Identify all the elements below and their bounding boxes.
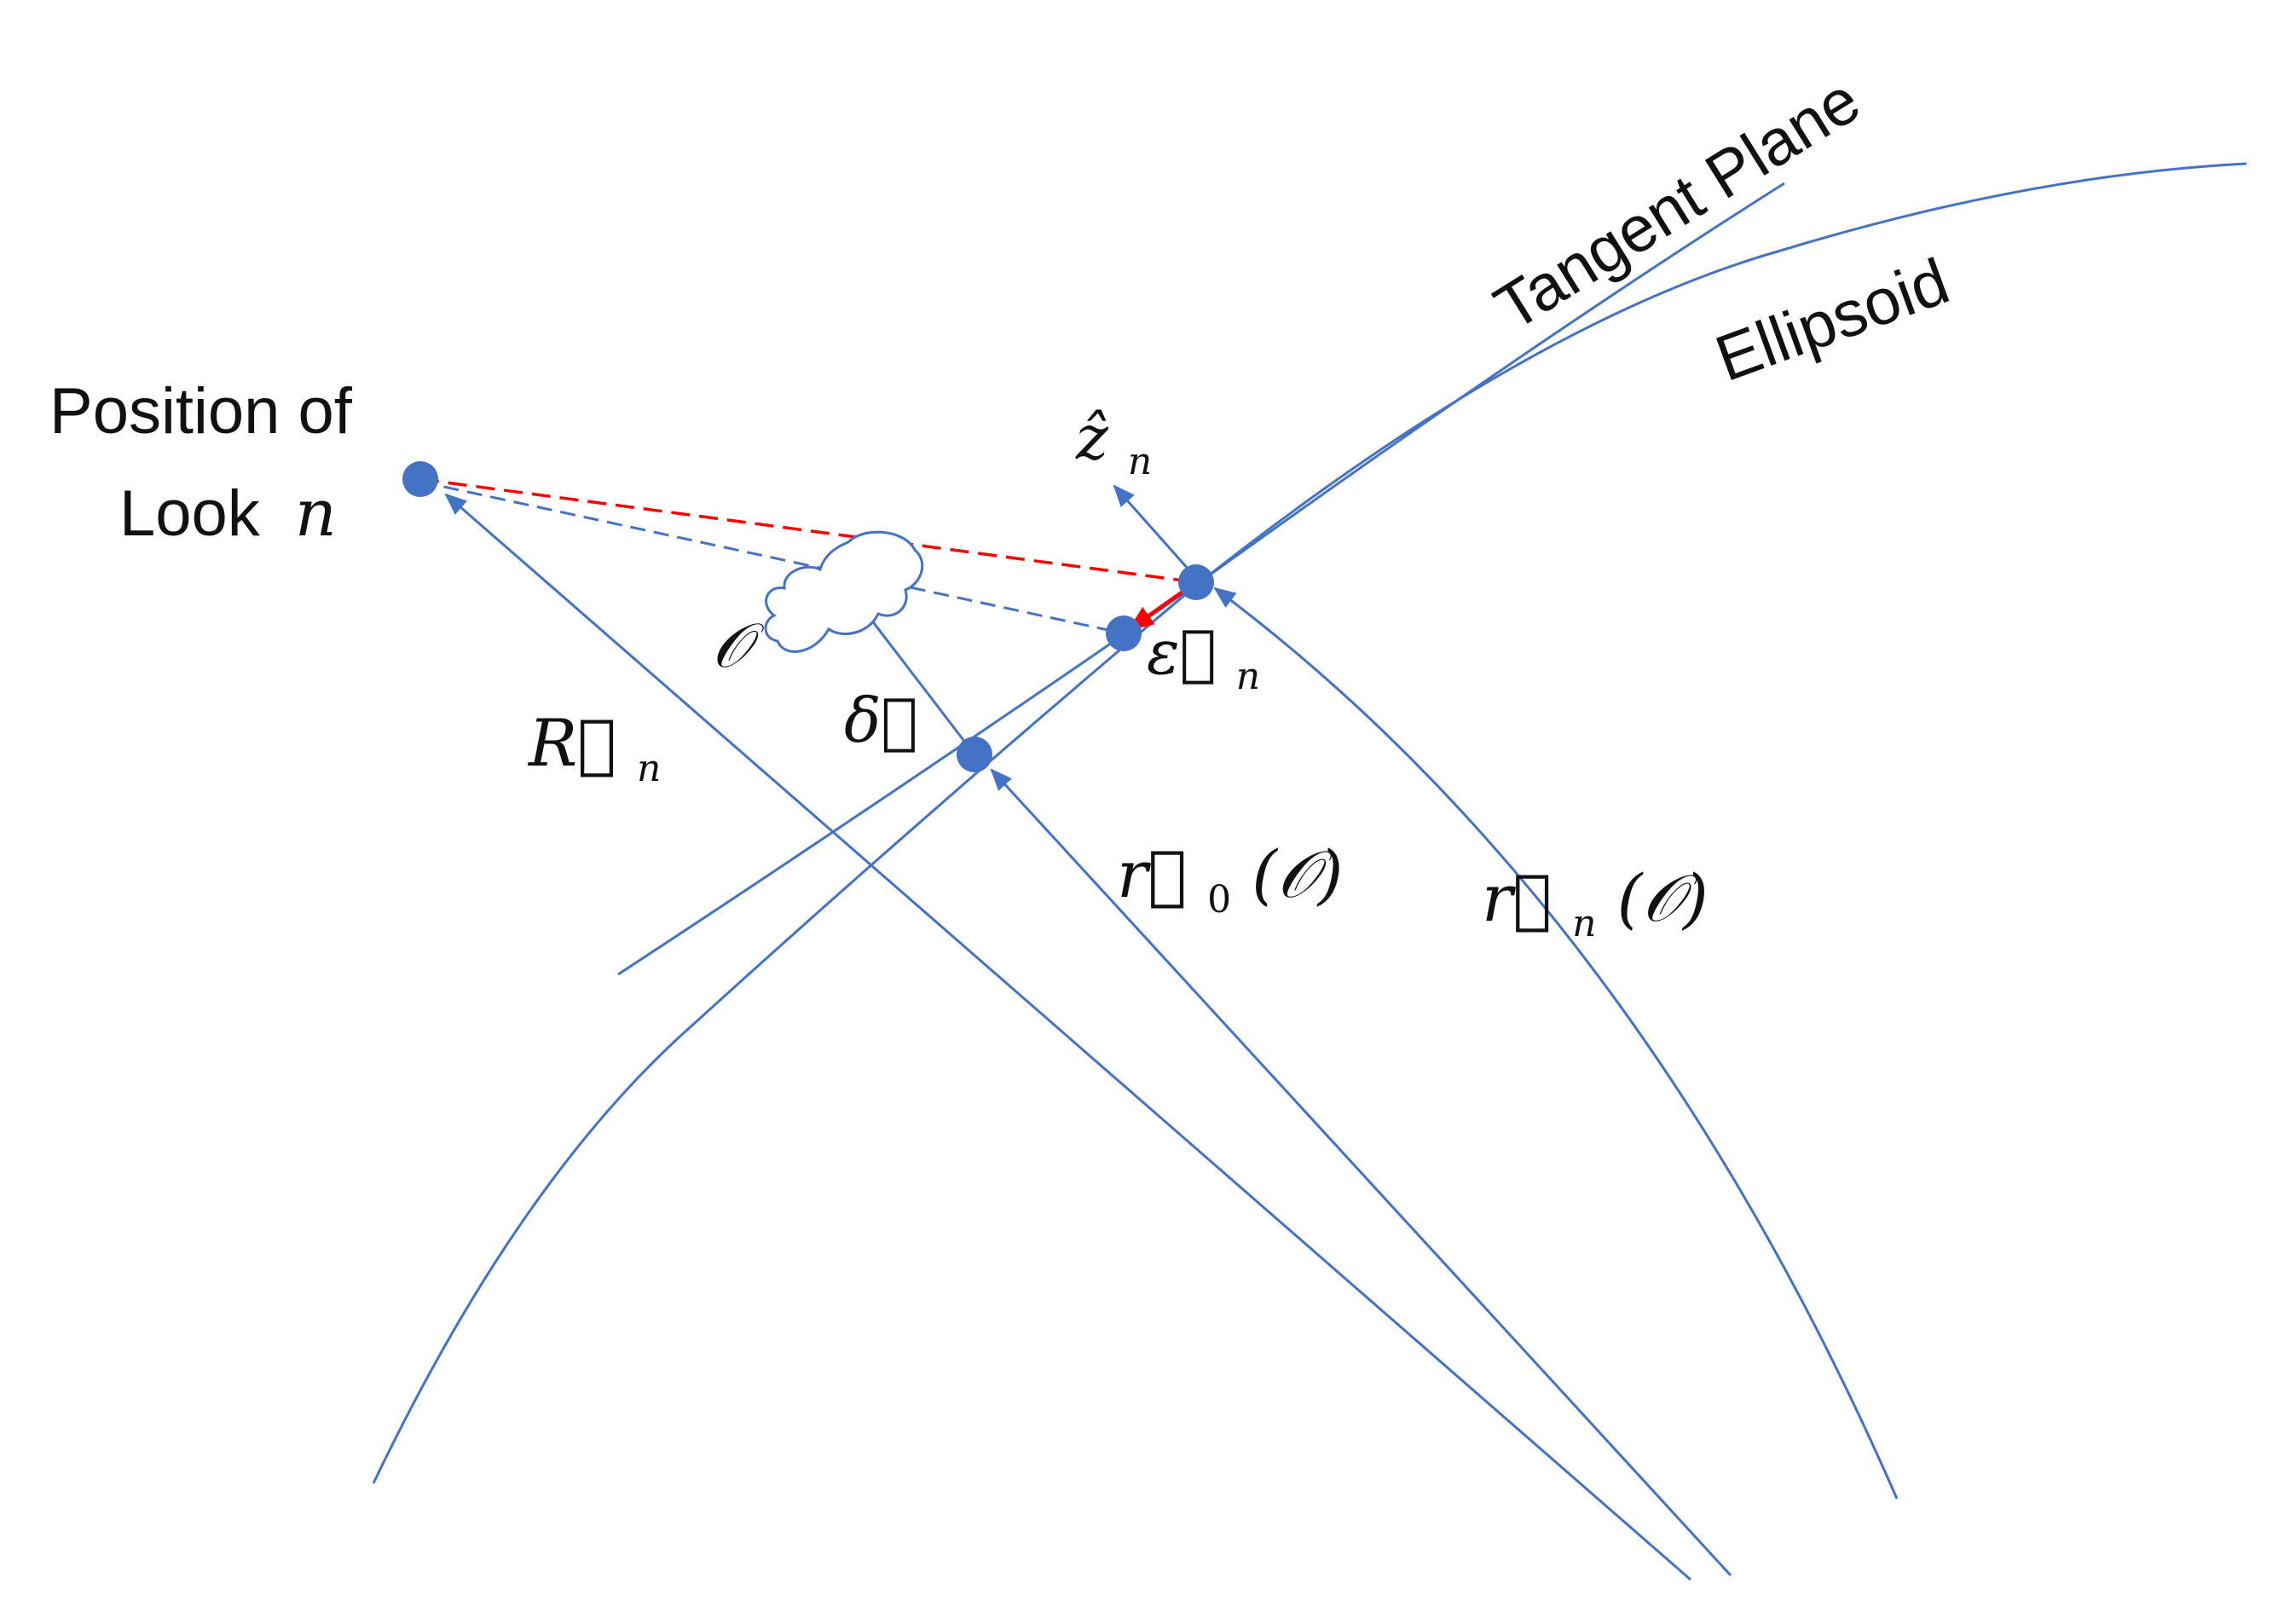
look-n-label: Look n — [119, 475, 337, 551]
R-subscript: n — [637, 747, 661, 790]
ellipsoid-label: Ellipsoid — [1707, 245, 1958, 396]
rn-argument: (𝒪) — [1617, 860, 1709, 936]
vector-R-n — [444, 493, 1691, 1581]
origin-point — [957, 737, 992, 772]
delta-label: δ⃗ — [844, 685, 918, 756]
r0-subscript: 0 — [1207, 878, 1231, 922]
look-n-symbol: n — [295, 475, 337, 551]
ellipsoid-point — [1178, 564, 1214, 600]
z-n-label: ẑ n — [1075, 402, 1152, 483]
red-dashed-line — [419, 477, 1197, 584]
object-cloud-shape — [764, 530, 924, 653]
vector-z-n — [1113, 484, 1198, 579]
epsilon-n-label: ε⃗ n — [1147, 616, 1260, 698]
r0-argument: (𝒪) — [1252, 836, 1343, 912]
R-symbol: R⃗ — [527, 705, 616, 781]
ellipsoid-curve — [372, 162, 2247, 1484]
rn-O-label: r⃗ n (𝒪) — [1482, 860, 1709, 951]
rn-subscript: n — [1572, 902, 1596, 945]
z-symbol: ẑ — [1075, 402, 1109, 473]
tangent-point — [1106, 616, 1142, 651]
rn-symbol: r⃗ — [1482, 860, 1552, 936]
look-word: Look — [119, 477, 261, 550]
vector-rn-O — [1213, 587, 1899, 1500]
epsilon-symbol: ε⃗ — [1147, 616, 1217, 688]
R-n-label: R⃗ n — [527, 705, 661, 790]
blue-dashed-line — [419, 480, 1125, 635]
object-label: 𝒪 — [712, 610, 765, 681]
epsilon-subscript: n — [1236, 655, 1260, 698]
r0-O-label: r⃗ 0 (𝒪) — [1117, 836, 1343, 928]
r0-symbol: r⃗ — [1117, 836, 1187, 912]
z-subscript: n — [1128, 440, 1152, 483]
position-of-label: Position of — [49, 375, 353, 448]
position-of-look-point — [402, 461, 438, 497]
vector-r0-O — [990, 768, 1732, 1577]
